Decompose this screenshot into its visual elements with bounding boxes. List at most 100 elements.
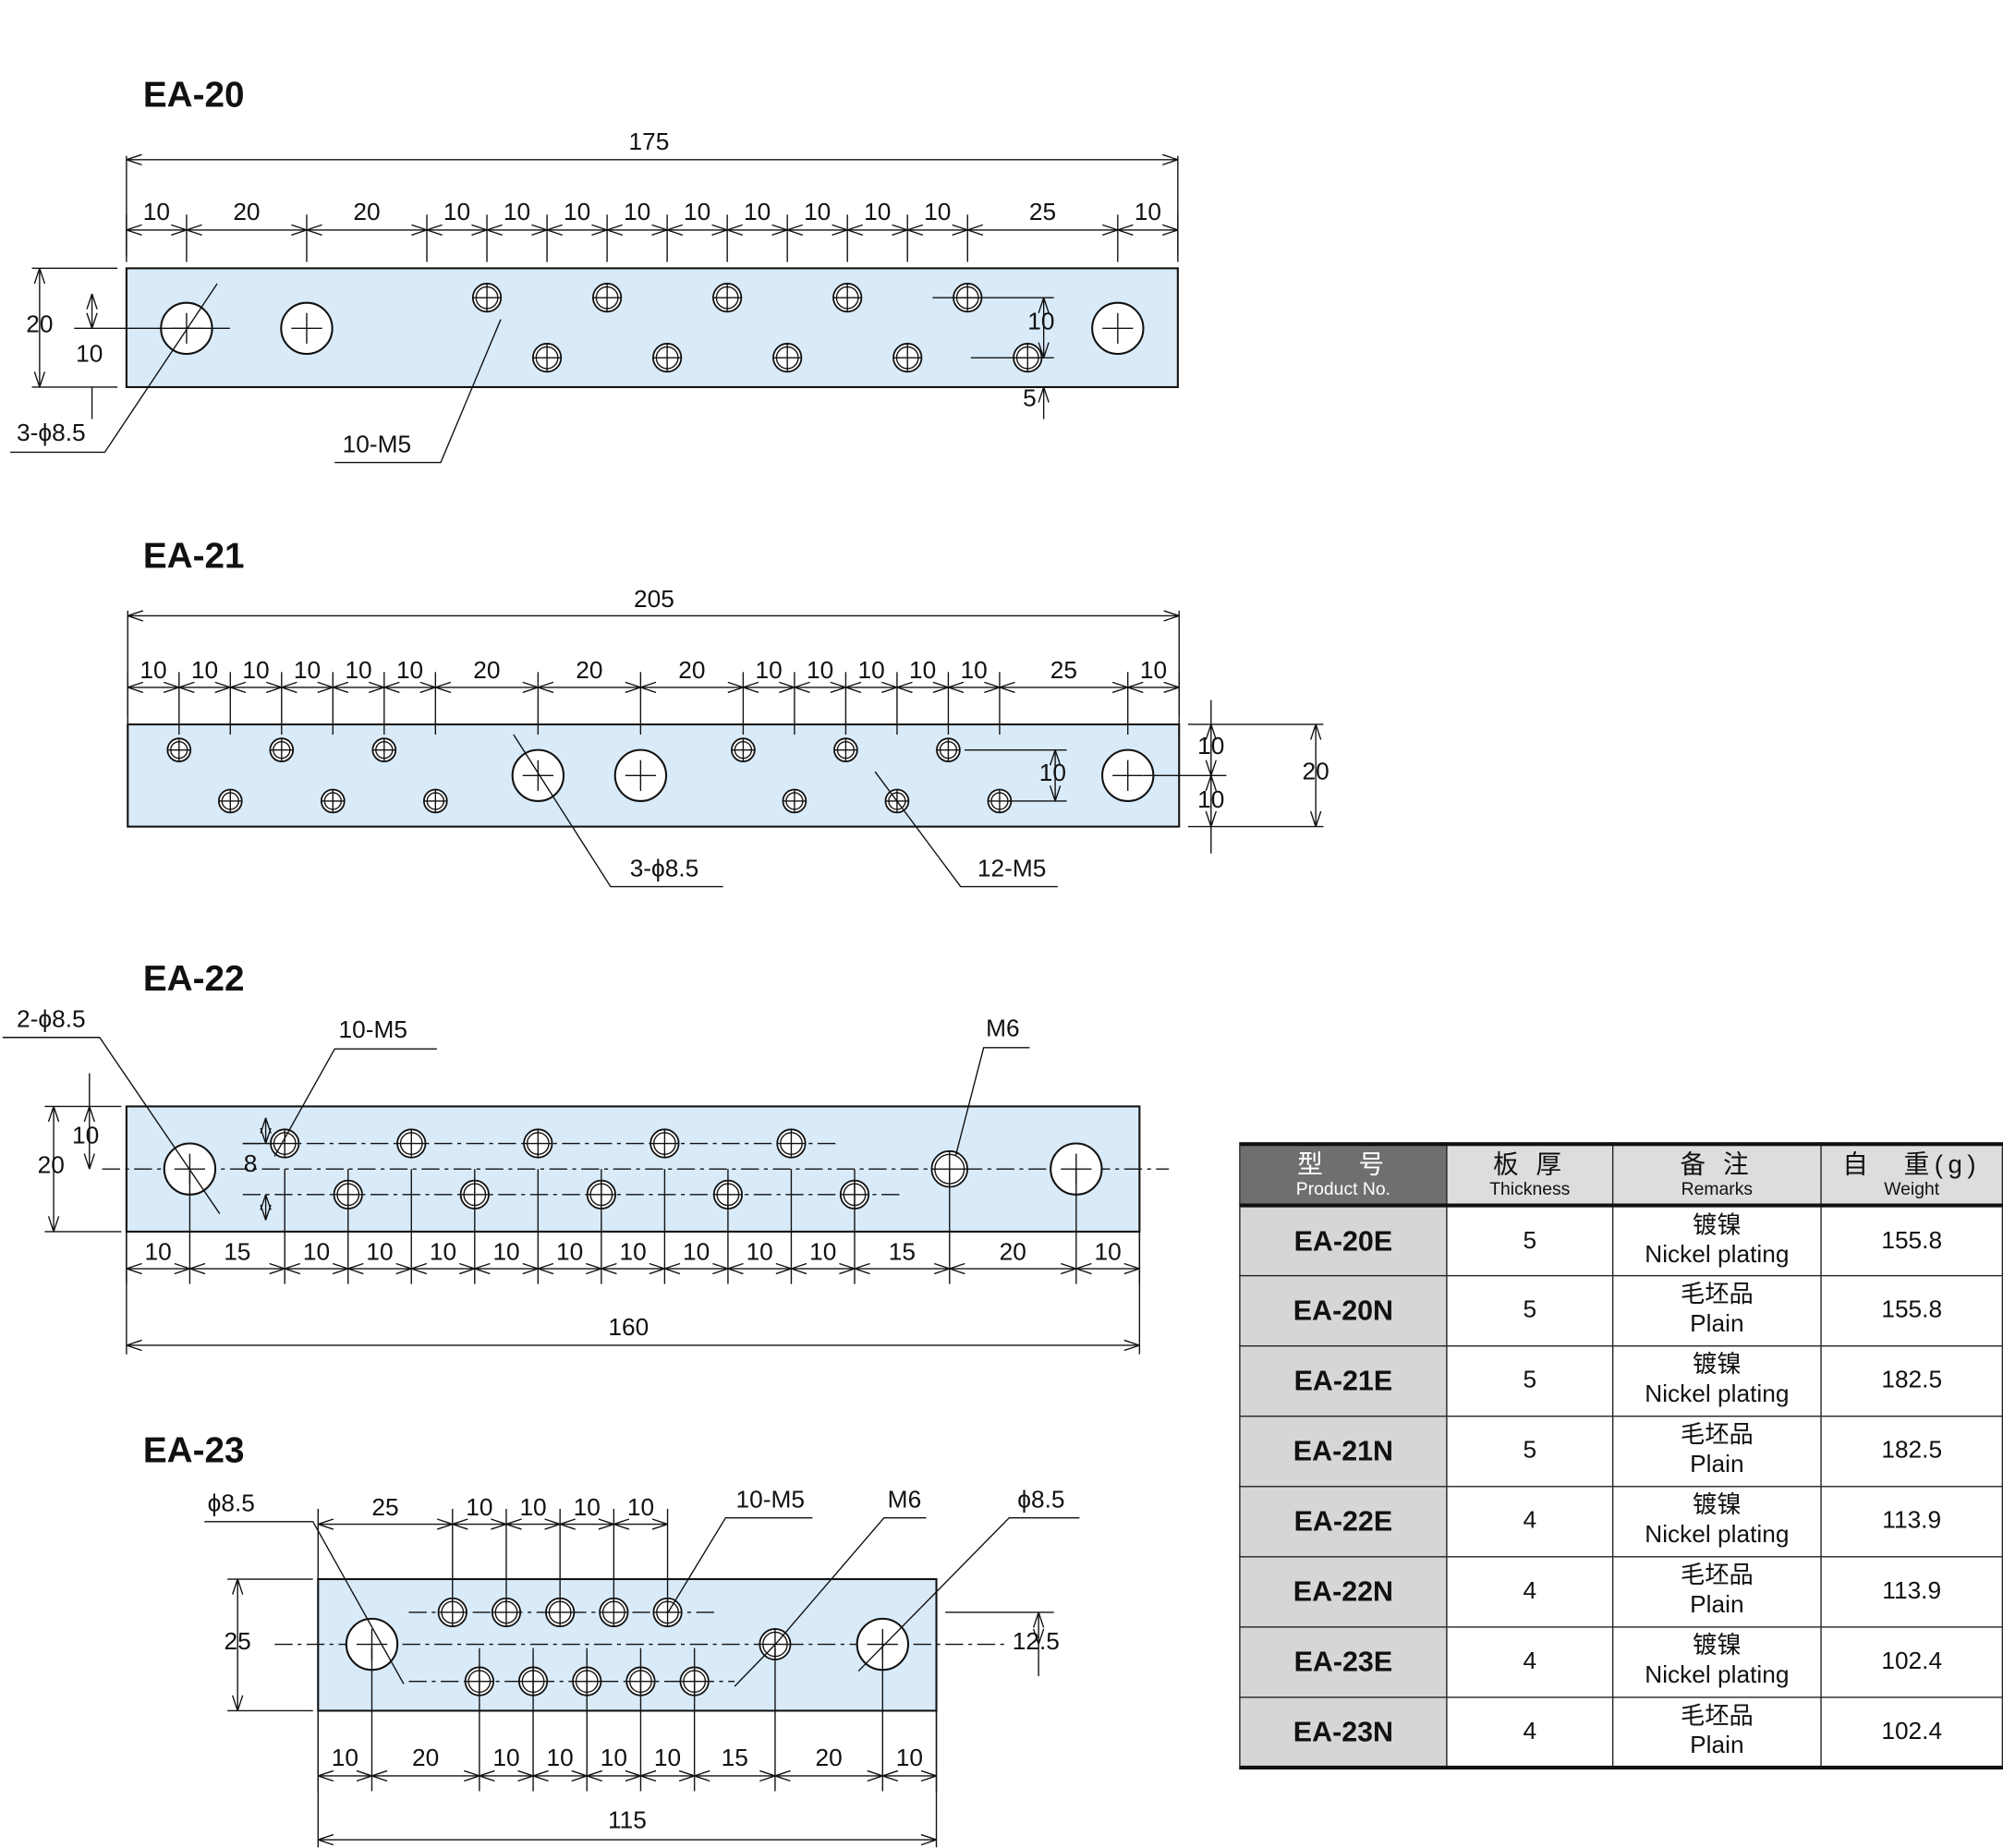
leader-2-phi-8.5 [2, 1037, 221, 1214]
arrowhead [39, 371, 46, 388]
remark-zh: 镀镍 [1693, 1211, 1742, 1239]
weight-cell: 102.4 [1820, 1626, 2003, 1698]
arrowhead [1061, 1268, 1077, 1275]
remark-en: Plain [1690, 1310, 1744, 1338]
callout-3-phi-8.5: 3-ϕ8.5 [17, 419, 86, 446]
dimension-label: 10 [1027, 308, 1054, 335]
leader-phi-8.5-left [204, 1521, 405, 1684]
arrowhead [538, 687, 554, 694]
arrowhead [775, 1268, 792, 1275]
dimension-label: 10 [601, 1744, 627, 1771]
arrowhead [86, 293, 93, 310]
dimension-label: 10 [396, 656, 423, 684]
arrowhead [711, 229, 728, 237]
remark-en: Nickel plating [1645, 1661, 1790, 1689]
arrowhead [411, 229, 428, 237]
arrowhead [1210, 723, 1217, 740]
arrowhead [83, 1153, 91, 1170]
arrowhead [486, 224, 503, 231]
arrowhead [601, 1268, 617, 1275]
dimension-label: 10 [492, 1744, 519, 1771]
dimension-label: 10 [858, 656, 885, 684]
arrowhead [606, 229, 623, 237]
arrowhead [1210, 775, 1217, 792]
arrowhead [231, 1695, 238, 1711]
arrowhead [1123, 1268, 1140, 1275]
arrowhead [952, 229, 968, 237]
dimension-label: 10 [1140, 656, 1167, 684]
arrowhead [186, 224, 202, 231]
dimension-label: 10 [1197, 732, 1224, 760]
arrowhead [127, 610, 144, 617]
arrowhead [727, 687, 744, 694]
arrowhead [395, 1268, 412, 1275]
dimension-label: 10 [574, 1493, 601, 1521]
dimension-label: 10 [683, 1237, 710, 1265]
arrowhead [920, 1775, 937, 1782]
arrowhead [505, 1518, 522, 1526]
arrowhead [1205, 810, 1212, 827]
arrowhead [920, 1839, 937, 1846]
weight-cell: 102.4 [1820, 1696, 2003, 1769]
arrowhead [333, 681, 349, 688]
dimension-label: 10 [654, 1744, 681, 1771]
remark-zh: 镀镍 [1693, 1492, 1742, 1520]
arrowhead [771, 224, 788, 231]
arrowhead [1127, 681, 1144, 688]
product-no-cell: EA-21N [1239, 1416, 1448, 1488]
remark-en: Nickel plating [1645, 1241, 1790, 1269]
arrowhead [1043, 342, 1050, 359]
arrowhead [640, 1769, 657, 1777]
drawing-title-ea-21: EA-21 [143, 536, 245, 576]
leader-m6 [954, 1047, 1030, 1157]
dimension-label: 10 [896, 1744, 923, 1771]
arrowhead [791, 1268, 807, 1275]
arrowhead [291, 229, 308, 237]
arrowhead [522, 1262, 539, 1270]
arrowhead [625, 681, 641, 688]
arrowhead [163, 681, 179, 688]
arrowhead [1061, 1262, 1077, 1270]
arrowhead [727, 1262, 744, 1270]
arrowhead [586, 1262, 602, 1270]
arrowhead [544, 1523, 561, 1530]
dimension-label: 10 [504, 198, 530, 225]
arrowhead [284, 1262, 301, 1270]
arrowhead [907, 229, 924, 237]
arrowhead [786, 229, 803, 237]
dimension-label: 10 [747, 1237, 773, 1265]
arrowhead [845, 681, 862, 688]
drawing-title-ea-20: EA-20 [143, 75, 245, 115]
arrowhead [474, 1262, 491, 1270]
dimension-label: 10 [620, 1237, 647, 1265]
arrowhead [126, 1344, 142, 1352]
leader-3-phi-8.5 [10, 283, 218, 454]
arrowhead [174, 1268, 190, 1275]
dimension-label: 10 [1135, 198, 1161, 225]
weight-cell: 113.9 [1820, 1556, 2003, 1628]
arrowhead [882, 1769, 899, 1777]
dimension-label: 10 [76, 339, 103, 367]
thickness-cell: 4 [1446, 1626, 1614, 1698]
arrowhead [395, 1262, 412, 1270]
arrowhead [126, 224, 142, 231]
dimension-label: 25 [371, 1493, 398, 1521]
arrowhead [479, 1769, 495, 1777]
arrowhead [907, 224, 924, 231]
dimension-label: 10 [1197, 785, 1224, 813]
product-no-cell: EA-20E [1239, 1204, 1448, 1277]
arrowhead [231, 1578, 238, 1595]
arrowhead [269, 1268, 285, 1275]
arrowhead [491, 1518, 507, 1526]
leader-m6 [734, 1516, 927, 1687]
arrowhead [1102, 229, 1119, 237]
product-no-cell: EA-23N [1239, 1696, 1448, 1769]
arrowhead [625, 1775, 641, 1782]
arrowhead [882, 1775, 899, 1782]
dimension-label: 10 [924, 198, 951, 225]
